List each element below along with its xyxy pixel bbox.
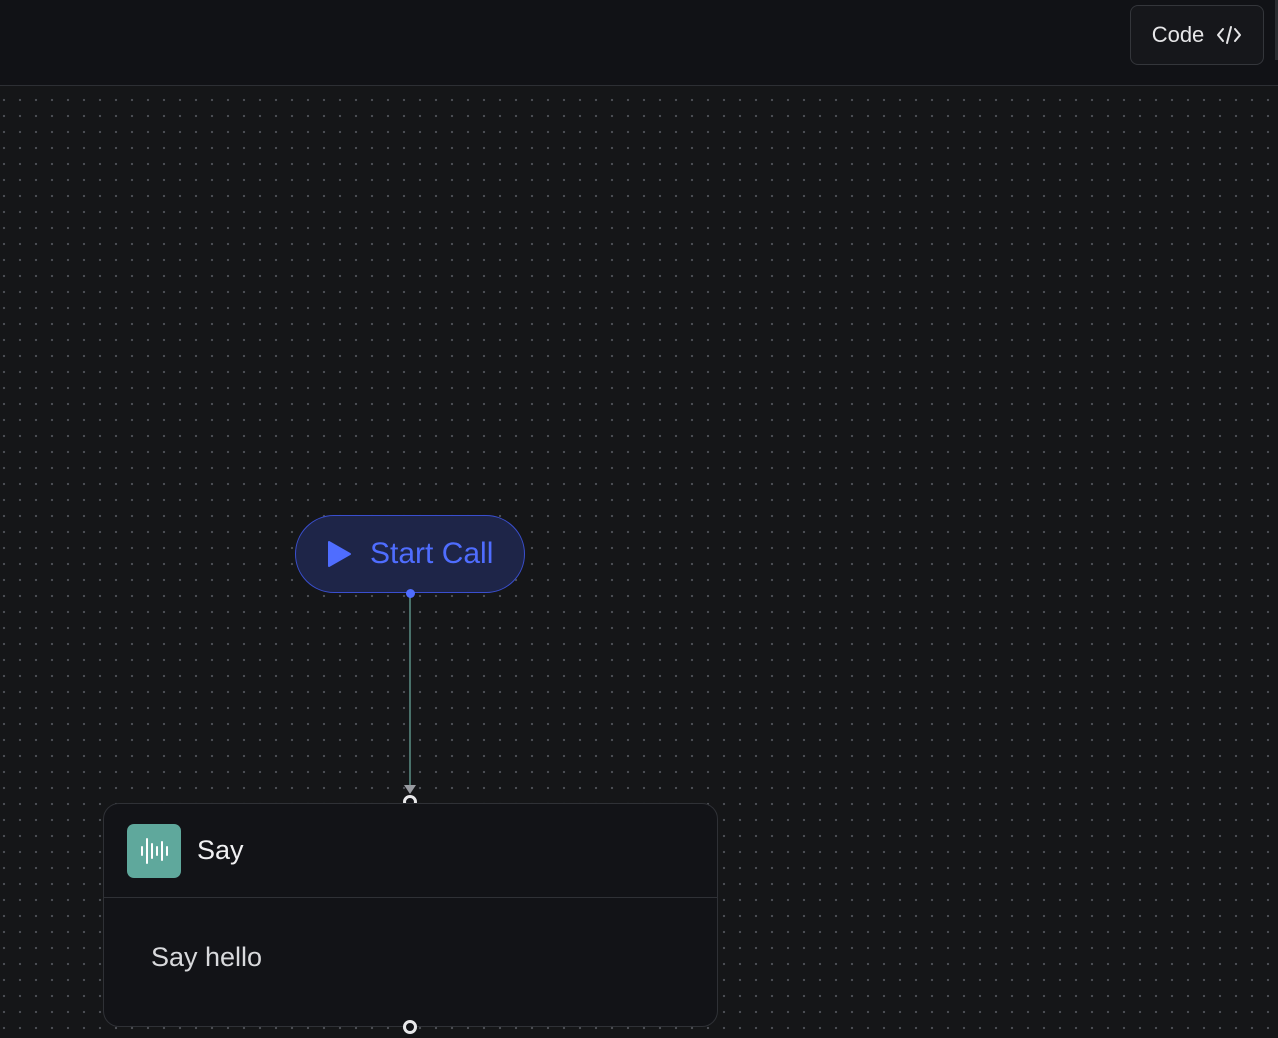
edge-arrowhead-icon: [404, 785, 416, 794]
start-call-node[interactable]: Start Call: [295, 515, 525, 593]
say-node-header: Say: [104, 804, 717, 898]
say-node[interactable]: Say Say hello: [103, 803, 718, 1027]
code-brackets-icon: [1216, 25, 1242, 45]
play-icon: [326, 540, 352, 568]
flow-canvas[interactable]: Start Call Say Say hello: [0, 87, 1278, 1038]
toolbar-edge-divider: [1275, 0, 1278, 60]
code-button-label: Code: [1151, 22, 1205, 47]
say-node-output-handle[interactable]: [403, 1020, 417, 1034]
top-toolbar: Code: [0, 0, 1278, 86]
code-button[interactable]: Code: [1130, 5, 1264, 65]
say-node-text: Say hello: [151, 942, 263, 972]
waveform-icon: [127, 823, 181, 878]
start-call-label: Start Call: [370, 537, 494, 570]
start-node-output-handle[interactable]: [406, 589, 415, 598]
say-node-title: Say: [197, 835, 244, 865]
